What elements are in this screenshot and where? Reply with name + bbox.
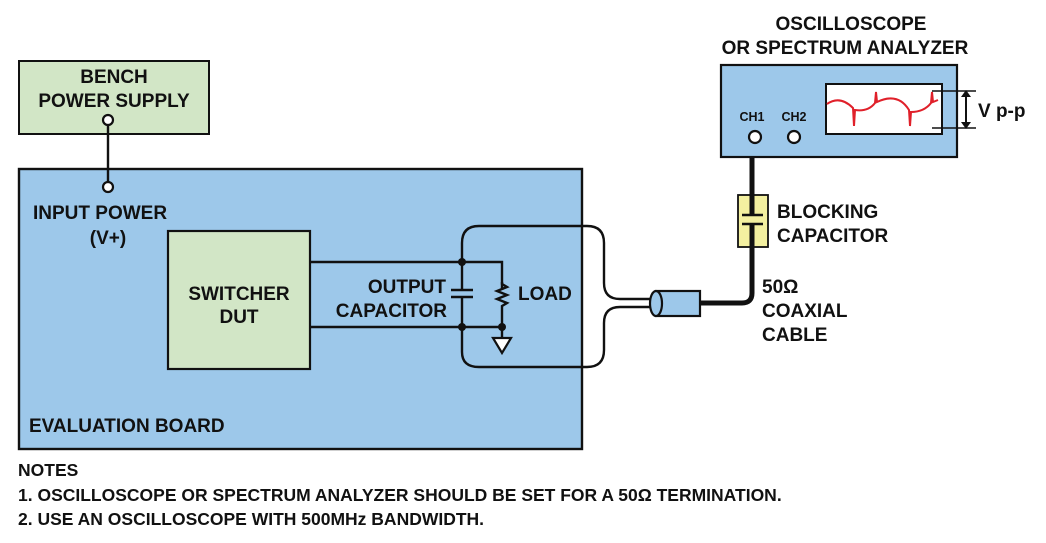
- output-top-trace: [310, 260, 504, 290]
- input-power-label-2: (V+): [90, 228, 126, 249]
- switcher-label-1: SWITCHER: [188, 284, 290, 305]
- coax-label-3: CABLE: [762, 325, 827, 346]
- switcher-label-2: DUT: [219, 307, 258, 328]
- input-power-terminal: [101, 180, 115, 194]
- note-item: 2. USE AN OSCILLOSCOPE WITH 500MHz BANDW…: [18, 509, 484, 529]
- evaluation-board-label: EVALUATION BOARD: [29, 416, 225, 437]
- vpp-label: V p-p: [978, 101, 1026, 122]
- probe-ground-wire: [460, 305, 652, 369]
- coax-connector-end: [648, 289, 664, 318]
- ch2-input-jack[interactable]: [786, 129, 802, 145]
- supply-output-terminal: [101, 113, 115, 127]
- bench-supply-label-2: POWER SUPPLY: [38, 91, 190, 112]
- vpp-arrow-up-icon: [961, 90, 971, 97]
- notes-heading: NOTES: [18, 460, 78, 480]
- bench-supply-label-1: BENCH: [80, 67, 148, 88]
- coax-connector-body: [654, 289, 702, 318]
- ch1-input-jack[interactable]: [747, 129, 763, 145]
- coax-cable: [700, 133, 755, 306]
- output-cap-label-2: CAPACITOR: [336, 301, 447, 322]
- blocking-cap-label-1: BLOCKING: [777, 202, 878, 223]
- coax-label-2: COAXIAL: [762, 301, 848, 322]
- probe-signal-wire: [460, 224, 652, 301]
- ch2-label: CH2: [781, 110, 806, 124]
- bench-power-supply-box: [18, 60, 210, 135]
- coax-label-1: 50Ω: [762, 277, 798, 298]
- output-cap-label-1: OUTPUT: [368, 277, 447, 298]
- scope-title-1: OSCILLOSCOPE: [776, 14, 927, 35]
- ground-icon: [491, 336, 513, 356]
- scope-title-2: OR SPECTRUM ANALYZER: [722, 38, 969, 59]
- scope-waveform: [826, 91, 939, 127]
- input-power-label-1: INPUT POWER: [33, 203, 167, 224]
- load-resistor-icon: [493, 282, 511, 327]
- note-item: 1. OSCILLOSCOPE OR SPECTRUM ANALYZER SHO…: [18, 485, 782, 505]
- vpp-arrow-down-icon: [961, 122, 971, 129]
- load-label: LOAD: [518, 284, 572, 305]
- switcher-dut-box: [166, 229, 312, 371]
- blocking-cap-label-2: CAPACITOR: [777, 226, 888, 247]
- ch1-label: CH1: [739, 110, 764, 124]
